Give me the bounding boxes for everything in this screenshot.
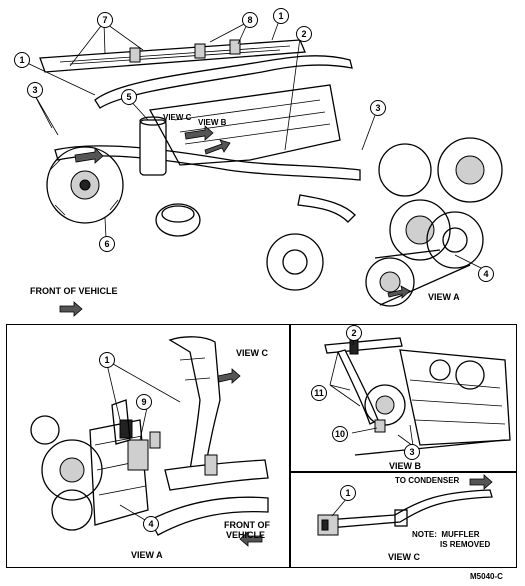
view-c-tag-view-a: VIEW C xyxy=(236,348,269,358)
to-condenser-label: TO CONDENSER xyxy=(395,476,460,485)
view-a-title: VIEW A xyxy=(131,550,163,560)
callout-4-main: 4 xyxy=(478,266,494,282)
callout-7-main: 7 xyxy=(97,12,113,28)
figure-code: M5040-C xyxy=(470,572,503,581)
front-of-vehicle-label-line1: FRONT OF xyxy=(224,520,270,530)
callout-1-main-top: 1 xyxy=(273,8,289,24)
callout-6-main: 6 xyxy=(99,236,115,252)
callout-1-view-c: 1 xyxy=(340,485,356,501)
callout-9-view-a: 9 xyxy=(136,394,152,410)
callout-3-main-left: 3 xyxy=(27,82,43,98)
callout-11-view-b: 11 xyxy=(311,385,327,401)
callout-10-view-b: 10 xyxy=(332,426,348,442)
callout-2-main: 2 xyxy=(296,26,312,42)
view-b-tag-main: VIEW B xyxy=(198,118,227,127)
callout-8-main: 8 xyxy=(242,12,258,28)
view-b-title: VIEW B xyxy=(389,461,422,471)
front-of-vehicle-main: FRONT OF VEHICLE xyxy=(30,286,118,296)
callout-5-main: 5 xyxy=(121,89,137,105)
front-of-vehicle-label-line2: VEHICLE xyxy=(226,530,266,540)
muffler-note-line1: NOTE: MUFFLER xyxy=(412,530,480,539)
callout-1-main-left: 1 xyxy=(14,52,30,68)
callout-2-view-b: 2 xyxy=(346,325,362,341)
callout-1-view-a: 1 xyxy=(99,352,115,368)
view-a-tag-main: VIEW A xyxy=(428,292,460,302)
callout-4-view-a: 4 xyxy=(143,516,159,532)
muffler-note-line2: IS REMOVED xyxy=(440,540,491,549)
view-c-title: VIEW C xyxy=(388,552,421,562)
view-c-tag-main: VIEW C xyxy=(163,113,192,122)
callout-3-view-b: 3 xyxy=(404,444,420,460)
callout-3-main-right: 3 xyxy=(370,100,386,116)
